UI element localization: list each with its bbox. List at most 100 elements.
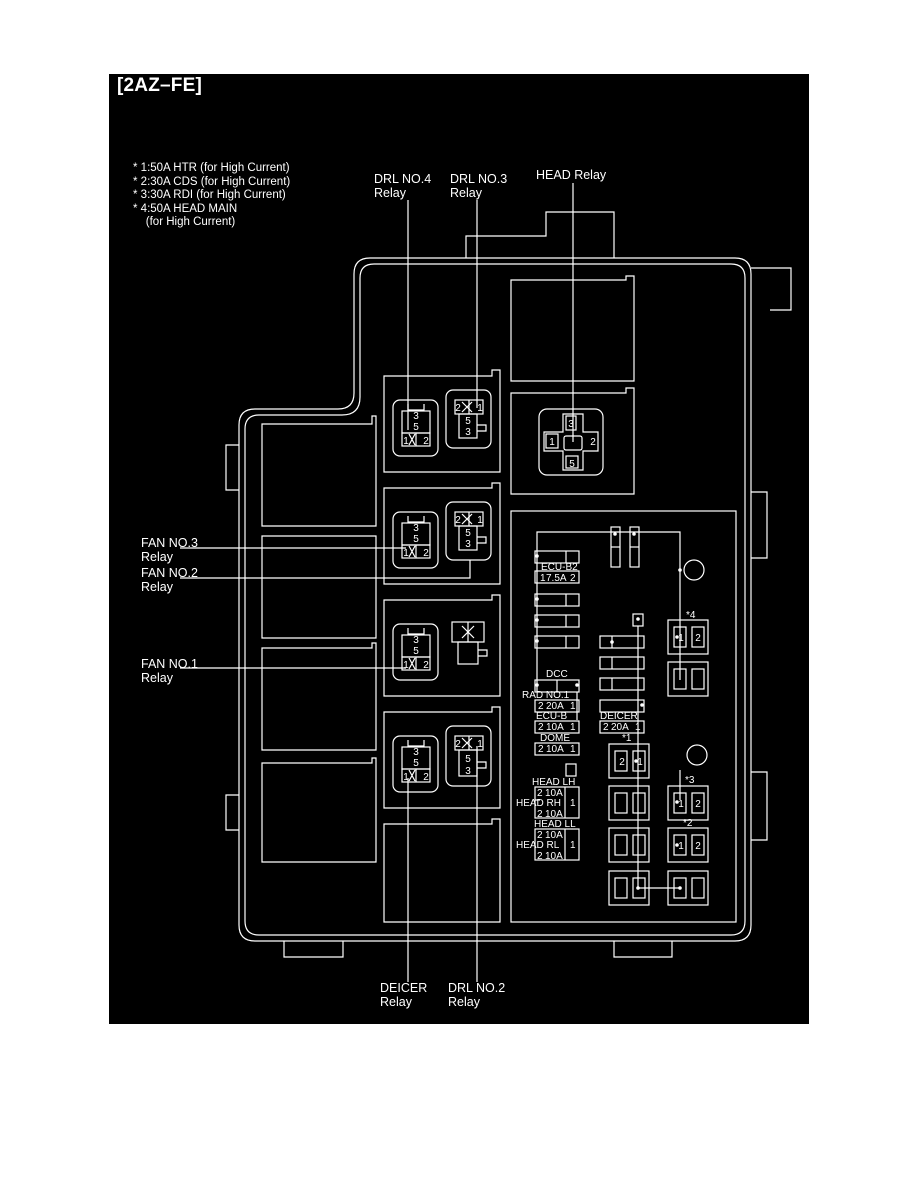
fuse-label-head-ll: HEAD LL <box>534 819 576 830</box>
fuse-pin: 2 <box>537 830 543 841</box>
fuse-pin: 1 <box>570 840 576 851</box>
footnote: * 1:50A HTR (for High Current) <box>133 162 290 174</box>
high-current-mark: *4 <box>686 610 696 621</box>
pin-label: 2 <box>695 841 701 852</box>
pin-label: 5 <box>413 758 419 769</box>
pin-label: 3 <box>465 427 471 438</box>
pin-label: 2 <box>695 633 701 644</box>
fuse-pin: 2 <box>570 573 576 584</box>
fuse-amps-head-rl: 10A <box>545 851 563 862</box>
pin-label: 2 <box>619 757 625 768</box>
fuse-label-ecu-b2: ECU-B2 <box>541 562 578 573</box>
fuse-label-rad-no1: RAD NO.1 <box>522 690 570 701</box>
pin-label: 5 <box>413 534 419 545</box>
fuse-amps-dome: 10A <box>546 744 564 755</box>
fuse-pin: 1 <box>570 744 576 755</box>
fuse-label-deicer: DEICER <box>600 711 638 722</box>
fuse-label-head-rl: HEAD RL <box>516 840 560 851</box>
footnote: * 2:30A CDS (for High Current) <box>133 175 291 188</box>
pin-label: 5 <box>413 422 419 433</box>
pin-label: 1 <box>403 660 409 671</box>
pin-label: 1 <box>403 436 409 447</box>
pin-label: 1 <box>403 548 409 559</box>
pin-label: 1 <box>678 633 684 644</box>
fuse-pin: 1 <box>570 798 576 809</box>
pin-label: 1 <box>477 515 483 526</box>
pin-label: 3 <box>413 635 419 646</box>
pin-label: 2 <box>423 436 429 447</box>
fuse-amps-ecu-b: 10A <box>546 722 564 733</box>
fuse-label-head-lh: HEAD LH <box>532 777 575 788</box>
pin-label: 3 <box>413 523 419 534</box>
fuse-amps-ecu-b2: 7.5A <box>546 573 567 584</box>
high-current-mark: *2 <box>683 818 693 829</box>
fuse-pin: 2 <box>537 788 543 799</box>
fuse-pin: 2 <box>538 701 544 712</box>
pin-label: 1 <box>678 841 684 852</box>
relay-empty-socket <box>451 621 488 665</box>
pin-label: 1 <box>637 757 643 768</box>
pin-label: 3 <box>413 747 419 758</box>
pin-label: 2 <box>455 403 461 414</box>
fuse-pin: 2 <box>537 851 543 862</box>
fuse-pin: 1 <box>570 701 576 712</box>
fuse-label-dome: DOME <box>540 733 570 744</box>
fuse-label-ecu-b: ECU-B <box>536 711 567 722</box>
pin-label: 1 <box>678 799 684 810</box>
pin-label: 1 <box>403 772 409 783</box>
relay-fan-no1 <box>392 623 439 681</box>
fuse-pin: 2 <box>603 722 609 733</box>
pin-label: 5 <box>465 528 471 539</box>
fuse-amps-head-ll: 10A <box>545 830 563 841</box>
relay-fan-no3 <box>392 511 439 569</box>
fuse-amps-rad-no1: 20A <box>546 701 564 712</box>
high-current-mark: *1 <box>622 733 632 744</box>
relay-deicer <box>392 735 439 793</box>
pin-label: 3 <box>465 766 471 777</box>
pin-label: 5 <box>465 416 471 427</box>
relay-head <box>538 408 604 476</box>
high-current-mark: *3 <box>685 775 695 786</box>
pin-label: 5 <box>465 754 471 765</box>
pin-label: 5 <box>569 459 575 470</box>
fuse-label-head-rh: HEAD RH <box>516 798 561 809</box>
fuse-pin: 2 <box>537 809 543 820</box>
pin-label: 2 <box>455 739 461 750</box>
pin-label: 2 <box>423 772 429 783</box>
pin-label: 2 <box>695 799 701 810</box>
fuse-amps-head-rh: 10A <box>545 809 563 820</box>
pin-label: 2 <box>423 660 429 671</box>
footnote: * 4:50A HEAD MAIN <box>133 202 238 215</box>
pin-label: 3 <box>568 419 574 430</box>
fuse-pin: 1 <box>635 722 641 733</box>
fuse-pin: 2 <box>538 722 544 733</box>
fan-no2-leader <box>180 560 471 579</box>
pin-label: 3 <box>465 539 471 550</box>
pin-label: 5 <box>413 646 419 657</box>
pin-label: 1 <box>477 403 483 414</box>
fuse-amps-head-lh: 10A <box>545 788 563 799</box>
fuse-pin: 1 <box>570 722 576 733</box>
pin-label: 2 <box>455 515 461 526</box>
pin-label: 1 <box>549 437 555 448</box>
pin-label: 1 <box>477 739 483 750</box>
page-title: [2AZ–FE] <box>117 75 202 96</box>
fuse-pin: 1 <box>540 573 546 584</box>
pin-label: 2 <box>423 548 429 559</box>
relay-fan-no2 <box>445 501 492 561</box>
callout-head-relay: HEAD Relay <box>536 168 607 182</box>
fuse-pin: 2 <box>538 744 544 755</box>
footnotes: * 1:50A HTR (for High Current) * 2:30A C… <box>133 162 290 230</box>
footnote: (for High Current) <box>133 216 236 228</box>
pin-label: 2 <box>590 437 596 448</box>
footnote: * 3:30A RDI (for High Current) <box>133 189 286 201</box>
fuse-label-dcc: DCC <box>546 669 568 680</box>
